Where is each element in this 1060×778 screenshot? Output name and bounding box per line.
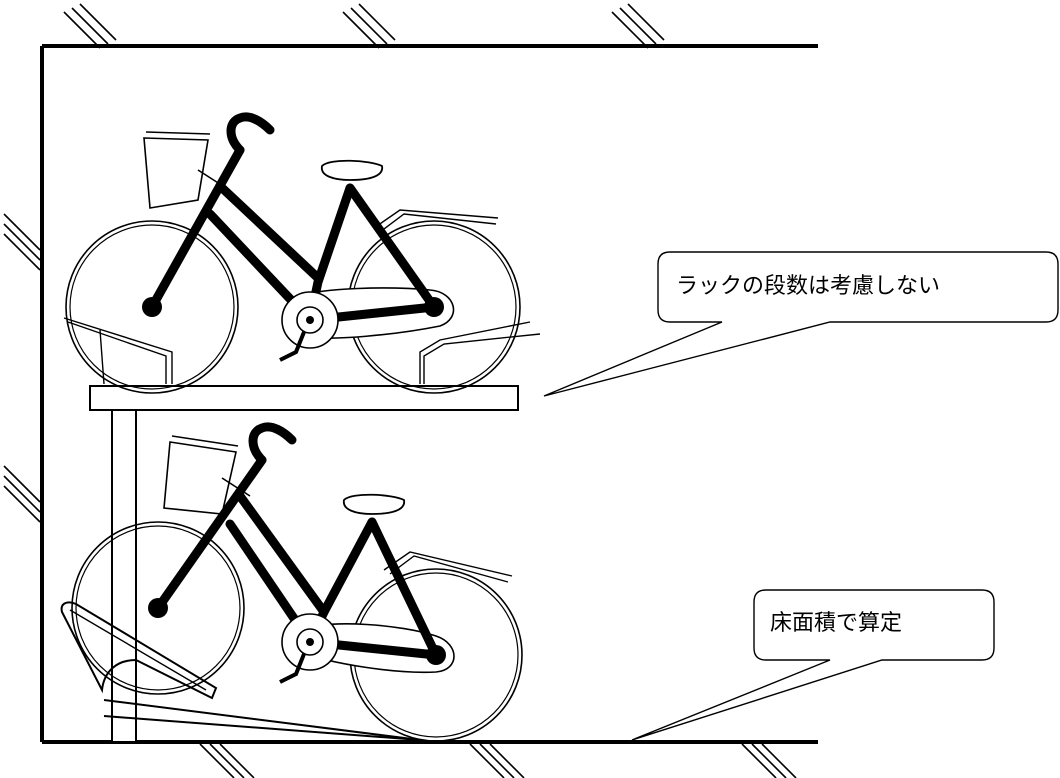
upper-front-hub [142,297,162,317]
floor-area-callout-shape [631,589,995,741]
upper-pedal-crank [279,331,306,362]
upper-bicycle [63,112,541,394]
lower-bicycle [71,422,523,742]
upper-rack-shelf [89,385,519,411]
ceiling-hatch-right [611,3,665,49]
upper-rear-hub [424,297,444,317]
rack-levels-callout: ラックの段数は考慮しない [543,251,1059,397]
lower-rack-ramp [60,601,421,741]
floor-hatch-right [741,743,797,778]
room-outline [40,44,818,744]
ceiling-hatch-middle [342,3,396,49]
rack-levels-callout-shape [543,251,1059,397]
lower-front-hub [148,598,168,618]
upper-rear-guard [63,317,173,385]
lower-rear-hub [426,645,446,665]
lower-saddle [343,493,405,515]
upper-fender-carrier [373,209,541,384]
floor-area-callout: 床面積で算定 [631,589,995,741]
floor-area-callout-text: 床面積で算定 [770,611,902,636]
rack-levels-callout-text: ラックの段数は考慮しない [676,274,940,299]
wall-hatch-upper [3,213,41,271]
hatch-marks [3,3,797,778]
upper-saddle [321,159,383,181]
lower-pedal-crank [279,653,306,684]
floor-hatch-left [199,743,255,778]
lower-front-wheel [71,521,245,695]
rack-post [111,407,137,743]
upper-front-wheel [65,220,239,394]
floor-hatch-middle [469,743,525,778]
wall-hatch-lower [3,465,41,523]
ceiling-hatch-left [63,3,117,49]
